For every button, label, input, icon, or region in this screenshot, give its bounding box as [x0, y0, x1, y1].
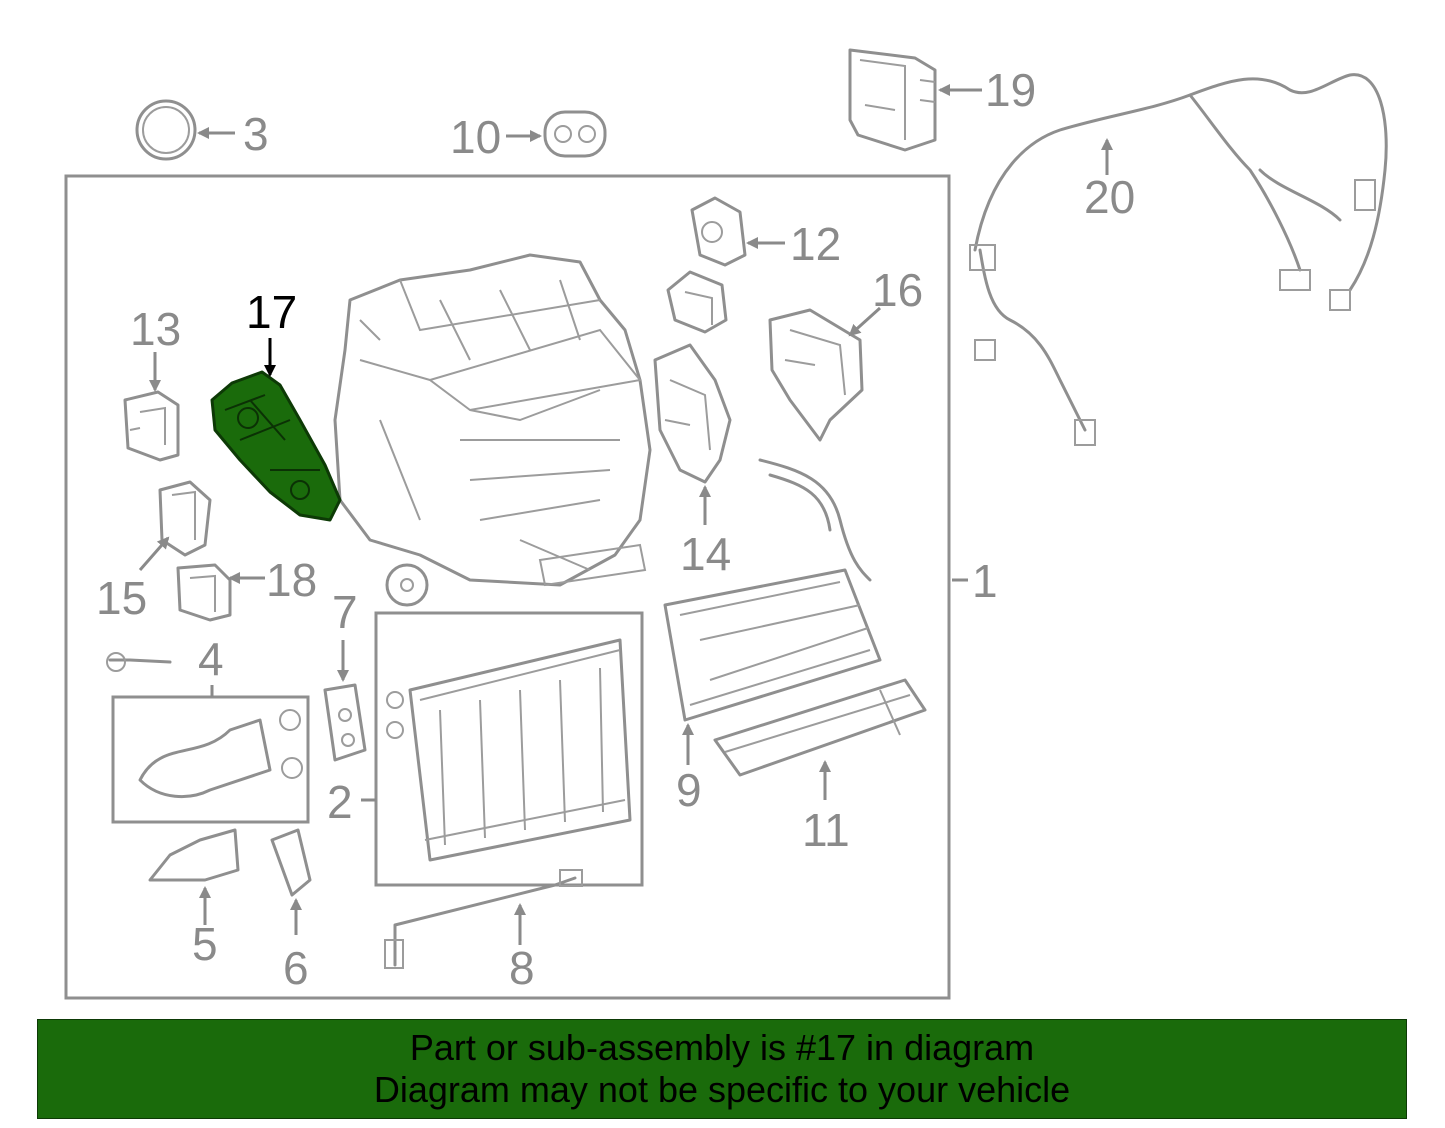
part-14-actuator[interactable] — [653, 343, 732, 484]
part-6-clip[interactable] — [270, 828, 312, 897]
label-12: 12 — [790, 218, 841, 270]
part-11-ptc-heater[interactable] — [713, 678, 927, 777]
hvac-housing — [333, 253, 652, 587]
part-18-connector[interactable] — [176, 563, 232, 622]
part-3-gasket[interactable] — [135, 99, 197, 161]
assembly-frame — [64, 174, 951, 1000]
part-16-actuator[interactable] — [768, 308, 864, 442]
actuator-small — [666, 270, 728, 334]
label-9: 9 — [676, 764, 702, 816]
label-8: 8 — [509, 942, 535, 994]
banner-line-1: Part or sub-assembly is #17 in diagram — [409, 1027, 1035, 1068]
part-10-grommet[interactable] — [543, 110, 607, 158]
label-15: 15 — [96, 572, 147, 624]
parts-diagram: 3 10 19 20 17 13 — [64, 48, 1388, 1000]
label-5: 5 — [192, 918, 218, 970]
info-banner: Part or sub-assembly is #17 in diagram D… — [37, 1019, 1407, 1119]
part-17-highlighted[interactable] — [210, 370, 342, 522]
label-10: 10 — [450, 111, 501, 163]
label-20: 20 — [1084, 171, 1135, 223]
part-13-servo[interactable] — [123, 390, 180, 462]
part-12-actuator[interactable] — [690, 196, 747, 267]
label-7: 7 — [332, 586, 358, 638]
label-17: 17 — [246, 286, 297, 338]
label-19: 19 — [985, 64, 1036, 116]
part-8-sensor[interactable] — [384, 869, 583, 969]
label-3: 3 — [243, 108, 269, 160]
part-2-evaporator[interactable] — [374, 611, 644, 887]
part-5-bracket[interactable] — [148, 828, 240, 882]
label-1: 1 — [972, 555, 998, 607]
label-14: 14 — [680, 528, 731, 580]
label-11: 11 — [802, 804, 850, 856]
part-19-control-module[interactable] — [848, 48, 937, 152]
small-disk — [385, 563, 429, 607]
label-4: 4 — [198, 633, 224, 685]
part-20-wiring-harness[interactable] — [969, 73, 1388, 446]
label-13: 13 — [130, 303, 181, 355]
part-7-expansion-valve[interactable] — [323, 683, 367, 762]
part-9-heater-core[interactable] — [663, 458, 882, 722]
label-6: 6 — [283, 942, 309, 994]
label-18: 18 — [266, 554, 317, 606]
label-16: 16 — [872, 264, 923, 316]
label-2: 2 — [327, 776, 353, 828]
banner-line-2: Diagram may not be specific to your vehi… — [373, 1069, 1071, 1110]
part-15-actuator[interactable] — [158, 480, 212, 557]
